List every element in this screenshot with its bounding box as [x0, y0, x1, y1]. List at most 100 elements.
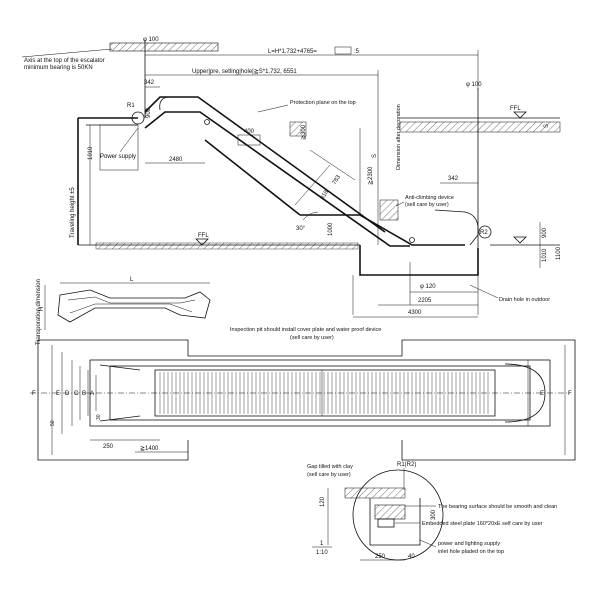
- dim-300: 300: [431, 509, 437, 520]
- plan-step-lines: [159, 372, 489, 414]
- gap-1: Gap tilled with clay: [307, 464, 353, 470]
- upper-floor-right-slab: [399, 121, 561, 133]
- ffl-left-marker: [195, 238, 209, 246]
- elevation-view: φ 100 Axis at the top of the escalator m…: [21, 37, 562, 318]
- transport-inner-1: [67, 296, 196, 304]
- power-light-2: inlet hole pladed on the top: [438, 549, 504, 555]
- gap-2: (sell care by user): [307, 472, 351, 478]
- dim-ge1400: ≧1400: [140, 446, 159, 452]
- detail-top-slab: [344, 487, 406, 499]
- truss-bottom-chord: [204, 139, 301, 216]
- top-axis-label-1: Axis at the top of the escalator: [24, 58, 105, 64]
- dim-1100: 1100: [556, 246, 562, 260]
- dim-2480: 2480: [169, 157, 183, 163]
- plan-right-outline: [38, 339, 576, 461]
- protection-plane-label: Protection plane on the top: [290, 100, 356, 106]
- dim-342-right: 342: [448, 176, 459, 182]
- drain-hole: Drain hole in outdoor: [499, 297, 550, 303]
- d-left: D: [65, 391, 70, 397]
- lower-sprocket: [409, 237, 415, 243]
- r2-label: R2: [480, 230, 488, 236]
- detail-dim-250: 250: [375, 554, 386, 560]
- r1r2: R1(R2): [397, 462, 416, 468]
- dim-1010-left: 1010: [88, 146, 94, 160]
- transport-h: H: [39, 307, 45, 311]
- transport-inner-2: [69, 303, 193, 314]
- plan-view: Inspection pit should install cover plat…: [30, 327, 576, 461]
- power-supply-leader: [119, 127, 139, 153]
- dim-30: 30: [96, 414, 102, 420]
- dim-400-box: [237, 134, 261, 146]
- dim-400: 400: [244, 129, 255, 135]
- detail-plate: [377, 518, 395, 528]
- power-light-1: power and lighting supply: [438, 541, 500, 547]
- dim-342-top: 342: [144, 80, 155, 86]
- length-value-box: [334, 46, 352, 55]
- dim-4300: 4300: [408, 310, 422, 316]
- scale-den: 1:10: [316, 550, 328, 556]
- detail-view: Gap tilled with clay (sell care by user)…: [307, 462, 557, 561]
- upper-pit: [99, 124, 139, 171]
- bearing-surface: The bearing surface should be smooth and…: [438, 504, 557, 510]
- anti-climb-1: Anti-climbing device: [405, 195, 454, 201]
- plan-left-outline: [37, 340, 189, 461]
- truss-bottom-lower: [300, 214, 465, 246]
- drain-leader: [469, 284, 499, 299]
- length-formula: L=H*1.732+4765=: [268, 49, 317, 55]
- dim-818: 818: [320, 189, 331, 201]
- dim-50: 50: [50, 420, 56, 426]
- transport-view: Transporation dimension L H: [36, 277, 211, 345]
- dimension-after: Dimension after decoration: [396, 104, 402, 170]
- dim-40: 40: [408, 554, 415, 560]
- plan-left-end: [99, 364, 141, 422]
- power-leader: [419, 539, 437, 548]
- a-left: A: [90, 391, 94, 397]
- handrail-curve: [159, 96, 171, 111]
- dim-1000: 1000: [328, 222, 334, 236]
- dia-right: φ 100: [466, 82, 482, 88]
- plan-right-end: [504, 363, 546, 423]
- top-axis-label-2: minimum bearing is 50KN: [24, 65, 93, 71]
- detail-bearing: [374, 504, 406, 520]
- ffl-right-lower-marker: [513, 236, 527, 244]
- dim-30deg: 30°: [296, 226, 306, 232]
- power-supply: Power supply: [100, 154, 136, 160]
- upper-sprocket: [204, 119, 210, 125]
- ffl-right: FFL: [510, 106, 521, 112]
- b-left: B: [82, 391, 86, 397]
- s-mid: S: [372, 154, 378, 158]
- dim-783: 783: [332, 174, 343, 186]
- scale-num: 1: [320, 541, 324, 547]
- dim-900-right: 900: [542, 227, 548, 238]
- top-axis-slab: [109, 42, 219, 52]
- e-left: E: [56, 391, 60, 397]
- dim-900-top: 900: [146, 107, 152, 118]
- truss-handrail: [144, 111, 410, 247]
- dim-ge300: ≧300: [301, 124, 307, 140]
- s-right: S: [544, 124, 550, 128]
- detail-pit: [369, 498, 421, 546]
- dim-2205: 2205: [418, 298, 432, 304]
- dia-top-left: φ 100: [143, 37, 159, 43]
- travel-height: Traveling height ±5: [70, 187, 76, 238]
- lower-floor-slab: [95, 242, 359, 250]
- angle-arc: [302, 211, 319, 221]
- length-formula-suffix: :5: [354, 49, 360, 55]
- anti-climb-leader: [395, 201, 405, 207]
- dim-120: 120: [320, 496, 326, 507]
- dim-ge2300: ≧2300: [368, 166, 374, 185]
- ffl-right-marker: [513, 111, 527, 119]
- incline-dim-2: [294, 164, 331, 206]
- transport-l: L: [130, 277, 134, 283]
- f-right: F: [568, 391, 572, 397]
- c-left: C: [74, 391, 79, 397]
- r2-marker: [478, 225, 492, 239]
- anti-climb-2: (sell care by user): [405, 202, 449, 208]
- inspection-1: Inspection pit should install cover plat…: [230, 327, 381, 333]
- incline-dim-1: [309, 149, 356, 181]
- embedded-plate: Embedded steel plate 160*20xE self care …: [422, 521, 543, 527]
- ffl-left: FFL: [198, 233, 209, 239]
- transport-outline: [57, 289, 211, 323]
- f-left: F: [32, 391, 36, 397]
